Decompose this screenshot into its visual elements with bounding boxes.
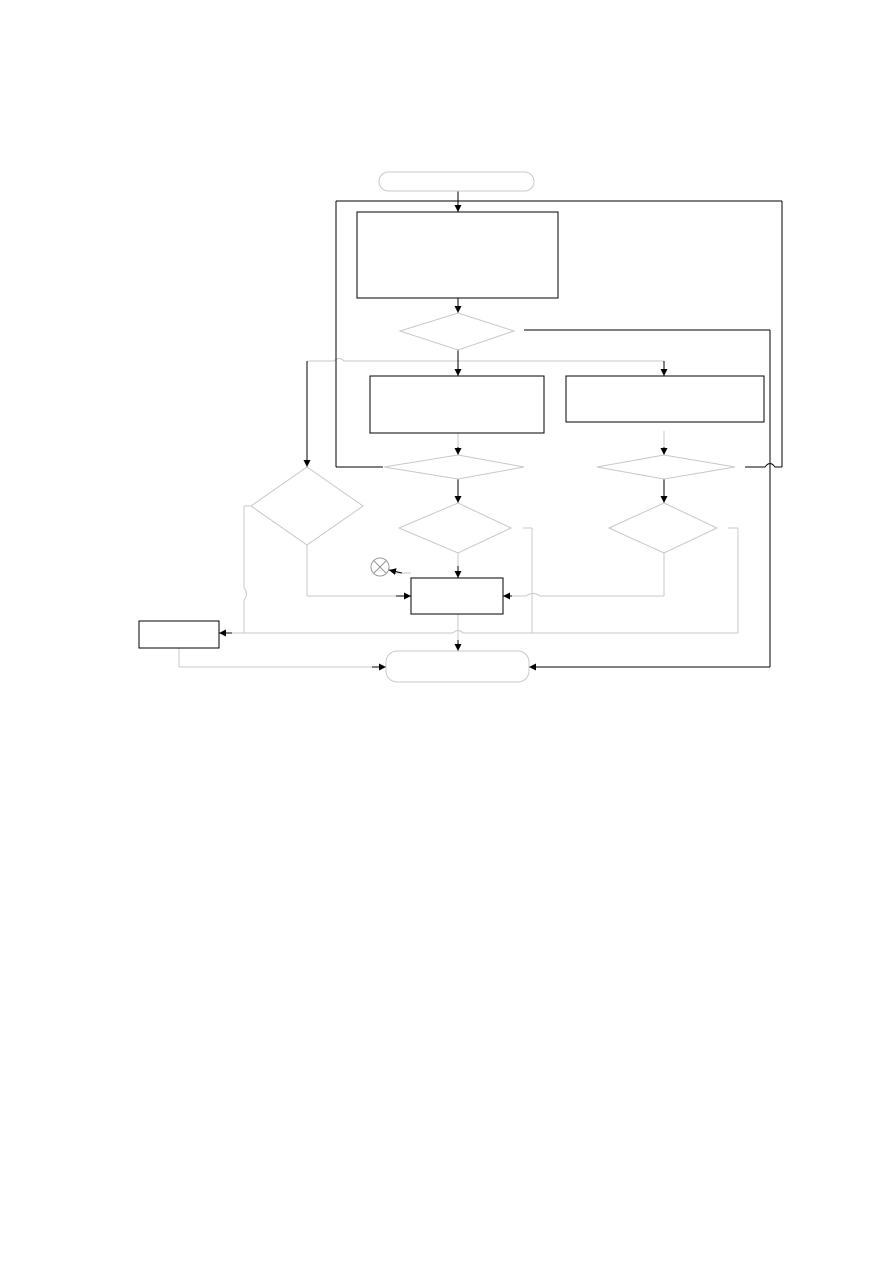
left-decision-diamond [250,466,364,546]
flat-decision-a [383,454,525,480]
nodes [138,171,765,683]
connector-bottom-bus [227,630,738,634]
connector-right-diamond-to-c [506,593,664,597]
left-process-box [138,620,220,649]
connector-to-left-diamond [307,358,458,362]
x-connector-icon [370,557,390,577]
end-terminal [385,650,530,683]
loop-right-bottom [745,463,782,468]
start-terminal [378,171,535,192]
connector-left-vertical [243,506,247,633]
process-c-box [410,577,504,615]
right-decision-diamond [607,502,719,554]
light-connectors [178,358,739,668]
main-process-box [356,211,559,299]
center-decision-diamond [397,502,513,554]
flat-decision-b [596,454,736,480]
arrow-into-x-symbol [388,568,403,575]
process-a-box [369,375,545,434]
main-connectors [335,200,783,667]
arrows [219,191,770,671]
decision-1-diamond [398,312,516,351]
process-b-box [565,375,765,423]
